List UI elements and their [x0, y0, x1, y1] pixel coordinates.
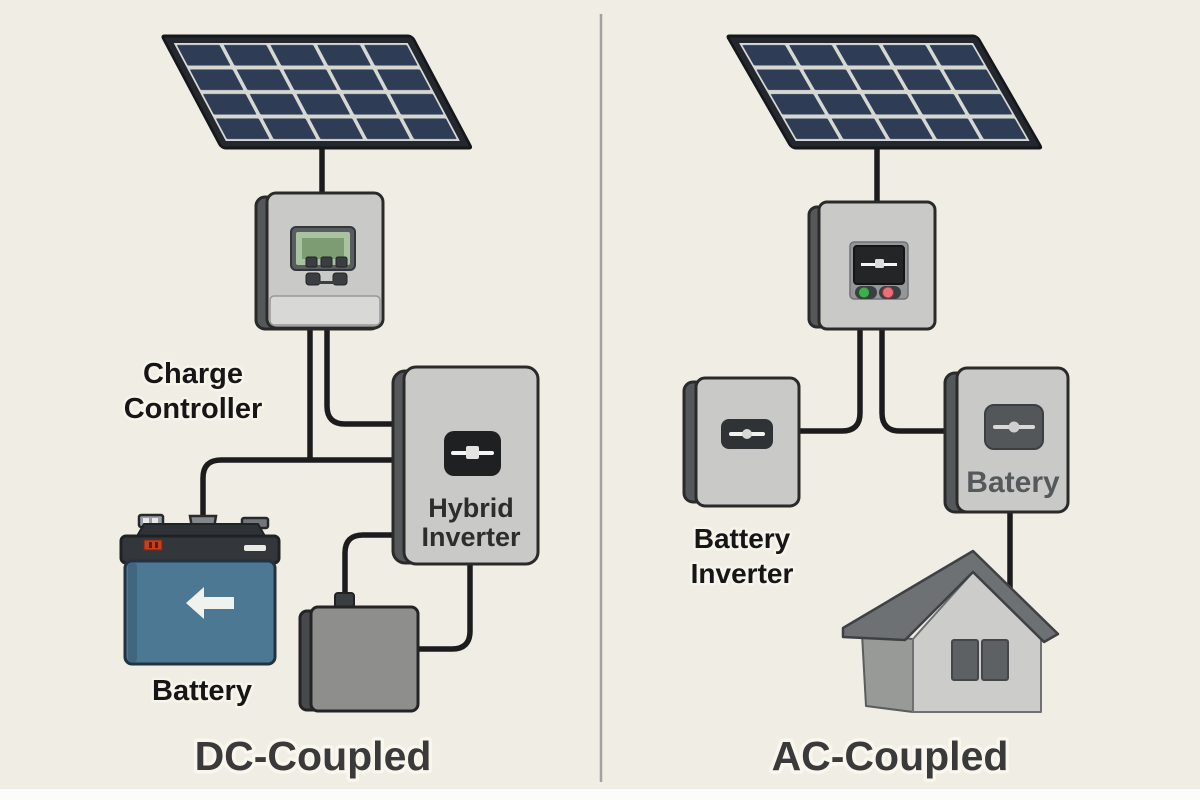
left-solar-panel: [161, 34, 473, 150]
battery-red-mark-stripe: [155, 542, 158, 548]
battery-red-mark: [143, 539, 163, 551]
controller-bottom-panel: [269, 295, 381, 326]
house-window: [951, 639, 979, 681]
red-led-icon: [882, 286, 894, 299]
hybrid-inverter: Hybrid Inverter: [391, 365, 540, 566]
bottom-strip: [0, 789, 1200, 800]
display-handle: [875, 259, 884, 268]
charge-controller: [254, 191, 385, 331]
wire-inverter-to-load-side: [414, 555, 473, 652]
wire-solar-inverter-to-battery-inverter: [792, 322, 863, 434]
lcd-screen-inner: [302, 238, 344, 259]
panel-cell-grid: [173, 43, 460, 141]
solar-inverter: [807, 200, 937, 331]
green-led-icon: [858, 286, 870, 299]
wire-battery-to-inverter: [200, 457, 412, 530]
terminal-stripe: [152, 518, 158, 524]
controller-button: [305, 256, 318, 268]
slider-handle: [466, 446, 479, 459]
hybrid-inverter-label-line1: Hybrid: [428, 493, 514, 523]
dc-battery-label: Battery: [152, 675, 252, 707]
battery-inverter-label-line1: Battery: [694, 523, 791, 554]
controller-button: [335, 256, 348, 268]
terminal-stripe: [143, 518, 149, 524]
battery-white-stripe: [244, 545, 266, 551]
load-box-face: [309, 605, 420, 713]
house-roof: [841, 549, 1060, 644]
battery-red-mark-stripe: [149, 542, 152, 548]
hybrid-inverter-label-line2: Inverter: [421, 522, 521, 552]
slider-handle: [742, 429, 752, 439]
right-solar-panel: [726, 34, 1043, 150]
house-window: [981, 639, 1009, 681]
controller-button: [320, 256, 333, 268]
slider-handle: [1008, 421, 1020, 433]
dc-battery: [119, 513, 281, 666]
battery-inverter-label-line2: Inverter: [691, 558, 794, 589]
controller-button-bar: [314, 281, 340, 284]
right-title: AC-Coupled: [772, 733, 1009, 779]
load-box: [298, 592, 420, 713]
house-side-wall: [861, 633, 914, 713]
wire-inverter-to-load-top: [342, 532, 410, 598]
battery-body-shade: [128, 563, 137, 662]
ac-battery: Batery: [943, 366, 1070, 514]
left-title: DC-Coupled: [195, 733, 432, 779]
left-arrow-icon: [186, 587, 234, 619]
house: [841, 549, 1060, 713]
wire-solar-inverter-to-battery: [879, 322, 960, 434]
charge-controller-label-line2: Controller: [124, 393, 263, 425]
wire-controller-to-inverter: [324, 325, 412, 427]
panel-cell-grid: [739, 43, 1030, 141]
ac-battery-label: Batery: [966, 466, 1060, 499]
battery-inverter: [682, 376, 801, 508]
charge-controller-label-line1: Charge: [143, 358, 243, 390]
